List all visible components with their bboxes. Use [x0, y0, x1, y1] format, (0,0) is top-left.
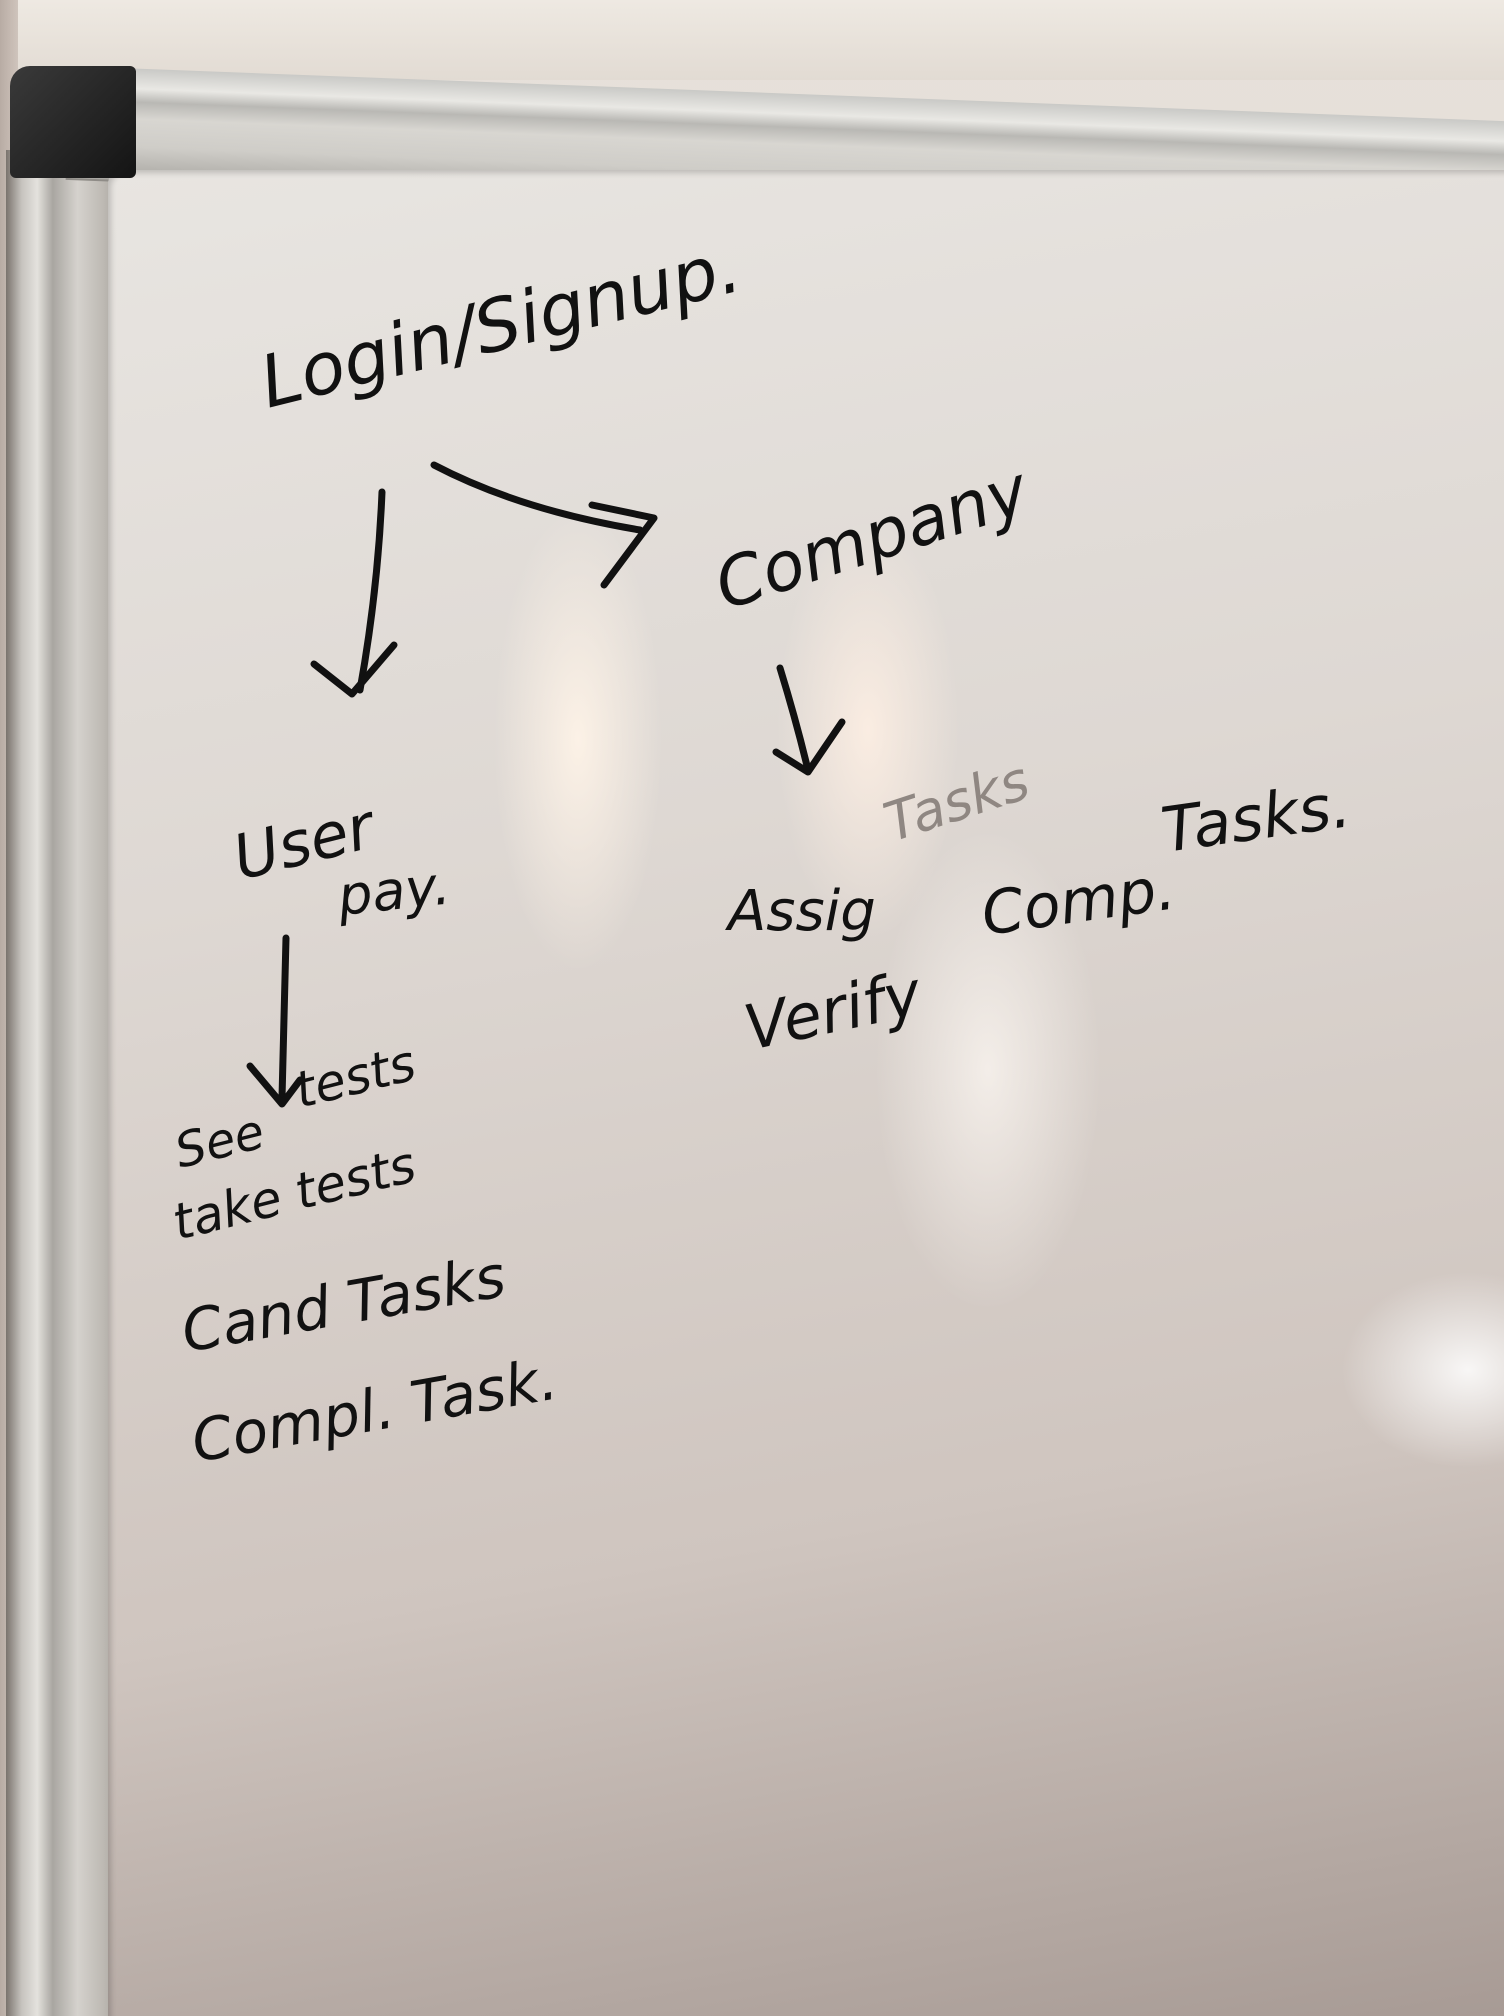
arrow-to-company: [430, 461, 658, 589]
frame-corner-cap: [10, 66, 136, 178]
user-item-see: See: [169, 1104, 269, 1180]
user-item-cand-tasks: Cand Tasks: [177, 1242, 511, 1366]
company-item-verify: Verify: [738, 956, 929, 1065]
company-item-comp: Comp.: [977, 854, 1179, 950]
arrow-to-user: [310, 488, 398, 698]
label-user-pay: pay.: [334, 854, 453, 928]
company-item-comp-tasks: Tasks.: [1157, 768, 1355, 867]
title-login-signup: Login/Signup.: [252, 224, 749, 424]
whiteboard-surface: [108, 170, 1504, 2016]
user-item-compl-task: Compl. Task.: [187, 1345, 563, 1476]
arrow-user-down: [246, 934, 304, 1108]
wall-background: [0, 0, 1504, 80]
label-company: Company: [706, 451, 1039, 626]
company-item-assign: Assig: [725, 879, 876, 944]
user-item-tests: tests: [289, 1034, 421, 1120]
arrow-company-down: [772, 664, 846, 776]
company-item-tasks: Tasks: [877, 749, 1037, 855]
